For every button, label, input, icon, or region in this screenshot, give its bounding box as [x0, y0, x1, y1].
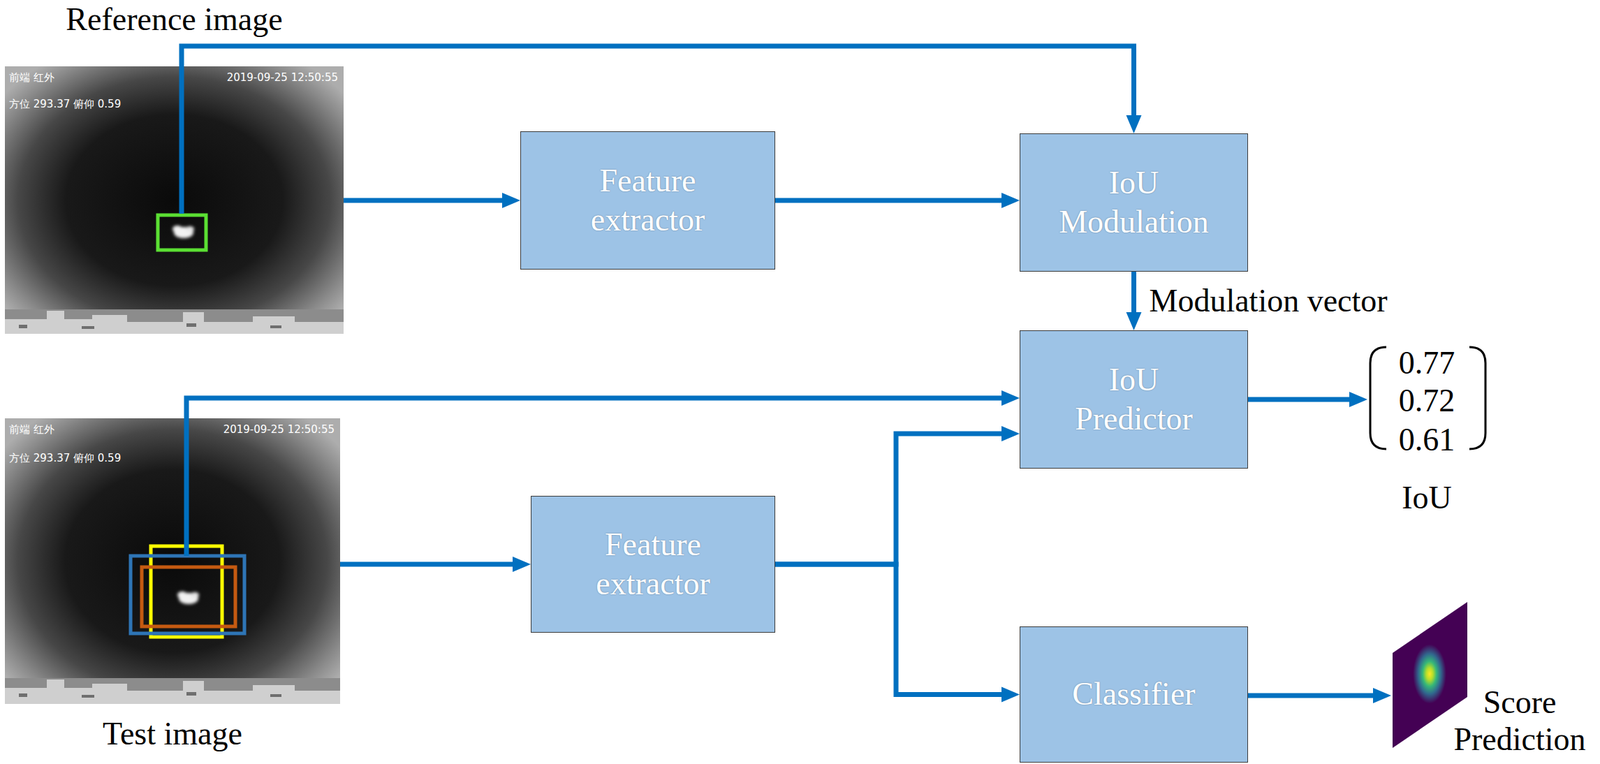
infrared-ground: [4, 66, 344, 334]
connector: [775, 426, 1020, 565]
candidate-box: [150, 546, 223, 637]
reference-box: [157, 215, 207, 251]
buildings: [4, 679, 341, 704]
target-blob: [172, 225, 195, 239]
box-label: IoU Modulation: [1046, 163, 1222, 242]
text-anchor: 方位 293.37 俯仰 0.59: [9, 97, 121, 111]
box-label: Feature extractor: [560, 161, 736, 240]
box-label: Feature extractor: [565, 525, 741, 604]
test-image: Test image前端 红外2019-09-25 12:50:55方位 293…: [4, 418, 341, 704]
vector-bracket: [1370, 347, 1387, 450]
buildings: [4, 310, 344, 334]
text-anchor: 前端 红外: [9, 71, 55, 84]
overlay-text: 前端 红外: [9, 71, 55, 84]
infrared-ground: [4, 418, 341, 704]
arrowhead: [1001, 687, 1020, 703]
process-box: IoU Predictor: [1019, 330, 1249, 469]
target-blob: [177, 591, 200, 605]
box-label: Classifier: [1072, 674, 1195, 714]
overlay-text: 方位 293.37 俯仰 0.59: [9, 97, 121, 111]
arrowhead: [1126, 115, 1142, 134]
box-label: IoU Predictor: [1046, 360, 1222, 439]
text-anchor: Reference image: [4, 1, 344, 39]
output-arrow: [1248, 391, 1368, 408]
image-title: Test image: [4, 715, 341, 753]
connector-line: [1131, 271, 1137, 314]
overlay-text: 前端 红外: [9, 423, 55, 436]
overlay-timestamp: 2019-09-25 12:50:55: [226, 71, 339, 84]
building-band: [4, 309, 344, 334]
label-anchor: 0.61: [1384, 421, 1469, 459]
text-anchor: 方位 293.37 俯仰 0.59: [9, 451, 121, 465]
infrared-image: [4, 418, 341, 704]
overlay-text: 方位 293.37 俯仰 0.59: [9, 451, 121, 465]
building-windows: [18, 323, 282, 329]
connector-line: [775, 564, 1003, 695]
text-anchor: 2019-09-25 12:50:55: [223, 423, 335, 436]
process-box: Feature extractor: [520, 131, 776, 270]
output-arrow: [1248, 687, 1392, 704]
connector: [1126, 271, 1142, 331]
connector: [775, 192, 1020, 209]
arrowhead: [502, 192, 521, 209]
arrowhead: [1001, 426, 1020, 442]
label-anchor: Modulation vector: [1146, 282, 1391, 320]
arrowhead: [1001, 192, 1020, 209]
reference-image: Reference image前端 红外2019-09-25 12:50:55方…: [4, 66, 344, 334]
connector: [775, 564, 1020, 703]
arrowhead: [1126, 312, 1142, 331]
output-label: Score Prediction: [1445, 684, 1594, 759]
process-box: Classifier: [1019, 626, 1249, 763]
candidate-box: [141, 567, 236, 627]
label-anchor: Score Prediction: [1445, 684, 1594, 759]
image-title: Reference image: [4, 1, 344, 39]
candidate-box: [130, 555, 245, 634]
building-band: [4, 678, 341, 704]
arrowhead: [1001, 390, 1020, 406]
connector: [340, 556, 531, 572]
infrared-image: [4, 66, 344, 334]
label-anchor: 0.77: [1384, 345, 1469, 383]
iou-value: 0.61: [1384, 421, 1469, 459]
edge-label: Modulation vector: [1146, 282, 1391, 320]
building-windows: [18, 692, 282, 698]
connector-line: [775, 433, 1003, 565]
connector-line: [775, 198, 1003, 204]
iou-value: 0.77: [1384, 345, 1469, 383]
text-anchor: 前端 红外: [9, 423, 55, 436]
label-anchor: 0.72: [1384, 382, 1469, 420]
iou-value: 0.72: [1384, 382, 1469, 420]
vector-bracket: [1469, 347, 1486, 450]
process-box: Feature extractor: [530, 495, 776, 633]
text-anchor: 2019-09-25 12:50:55: [226, 71, 339, 84]
label-anchor: IoU: [1384, 479, 1469, 517]
output-label: IoU: [1384, 479, 1469, 517]
connector-line: [343, 198, 504, 204]
process-box: IoU Modulation: [1019, 133, 1249, 272]
text-anchor: Test image: [4, 715, 341, 753]
connector: [343, 192, 521, 209]
arrowhead: [512, 556, 531, 572]
connector-line: [340, 562, 515, 568]
overlay-timestamp: 2019-09-25 12:50:55: [223, 423, 335, 436]
